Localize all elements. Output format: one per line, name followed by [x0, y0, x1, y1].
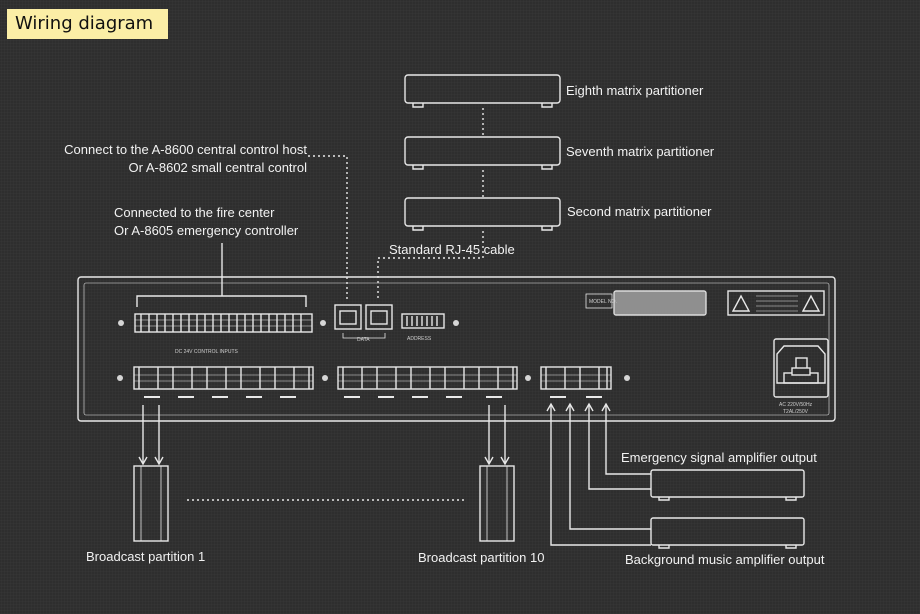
warning-label: [727, 290, 825, 316]
amp-input-terminals: [540, 366, 612, 390]
label-background-amp: Background music amplifier output: [625, 552, 825, 567]
model-print: MODEL NO.: [589, 299, 617, 305]
label-emergency-amp: Emergency signal amplifier output: [621, 450, 817, 465]
partitioner-second: [404, 197, 561, 231]
address-dip-switch[interactable]: [401, 313, 445, 329]
partition-10-wires: [484, 405, 510, 466]
label-fire-center-2: Or A-8605 emergency controller: [114, 223, 299, 238]
emergency-amplifier: [650, 469, 805, 501]
partition-1-wires: [138, 405, 164, 466]
label-seventh-partitioner: Seventh matrix partitioner: [566, 144, 715, 159]
partitioner-seventh: [404, 136, 561, 170]
data-port-1[interactable]: [334, 304, 362, 330]
label-central-control-1: Connect to the A-8600 central control ho…: [64, 142, 307, 157]
panel-screws: [117, 320, 630, 381]
fire-center-bracket: [136, 295, 307, 307]
label-rj45-cable: Standard RJ-45 cable: [389, 242, 515, 257]
control-inputs-print: DC 24V CONTROL INPUTS: [175, 349, 239, 355]
control-input-terminals: [134, 313, 313, 333]
main-chassis: [77, 276, 836, 422]
label-fire-center-1: Connected to the fire center: [114, 205, 275, 220]
address-print: ADDRESS: [407, 336, 432, 342]
diagram-title: Wiring diagram: [7, 9, 168, 39]
output-terminals-mid: [337, 366, 518, 390]
power-print: AC 220V/50Hz: [779, 402, 813, 408]
speaker-partition-1: [133, 465, 169, 542]
label-partition-10: Broadcast partition 10: [418, 550, 545, 565]
partitioner-eighth: [404, 74, 561, 108]
background-amplifier: [650, 517, 805, 549]
fuse-print: T2AL/250V: [783, 409, 809, 415]
model-plate: [585, 293, 613, 309]
label-second-partitioner: Second matrix partitioner: [567, 204, 712, 219]
power-socket[interactable]: [773, 338, 829, 398]
rj45-cables: [308, 155, 484, 301]
output-terminals-left: [133, 366, 314, 390]
label-central-control-2: Or A-8602 small central control: [128, 160, 307, 175]
label-partition-1: Broadcast partition 1: [86, 549, 206, 564]
data-port-2[interactable]: [365, 304, 393, 330]
speaker-partition-10: [479, 465, 515, 542]
amp-wires: [546, 402, 651, 546]
data-port-print: DATA: [357, 337, 370, 343]
label-eighth-partitioner: Eighth matrix partitioner: [566, 83, 704, 98]
panel-display-strip: [613, 290, 707, 316]
